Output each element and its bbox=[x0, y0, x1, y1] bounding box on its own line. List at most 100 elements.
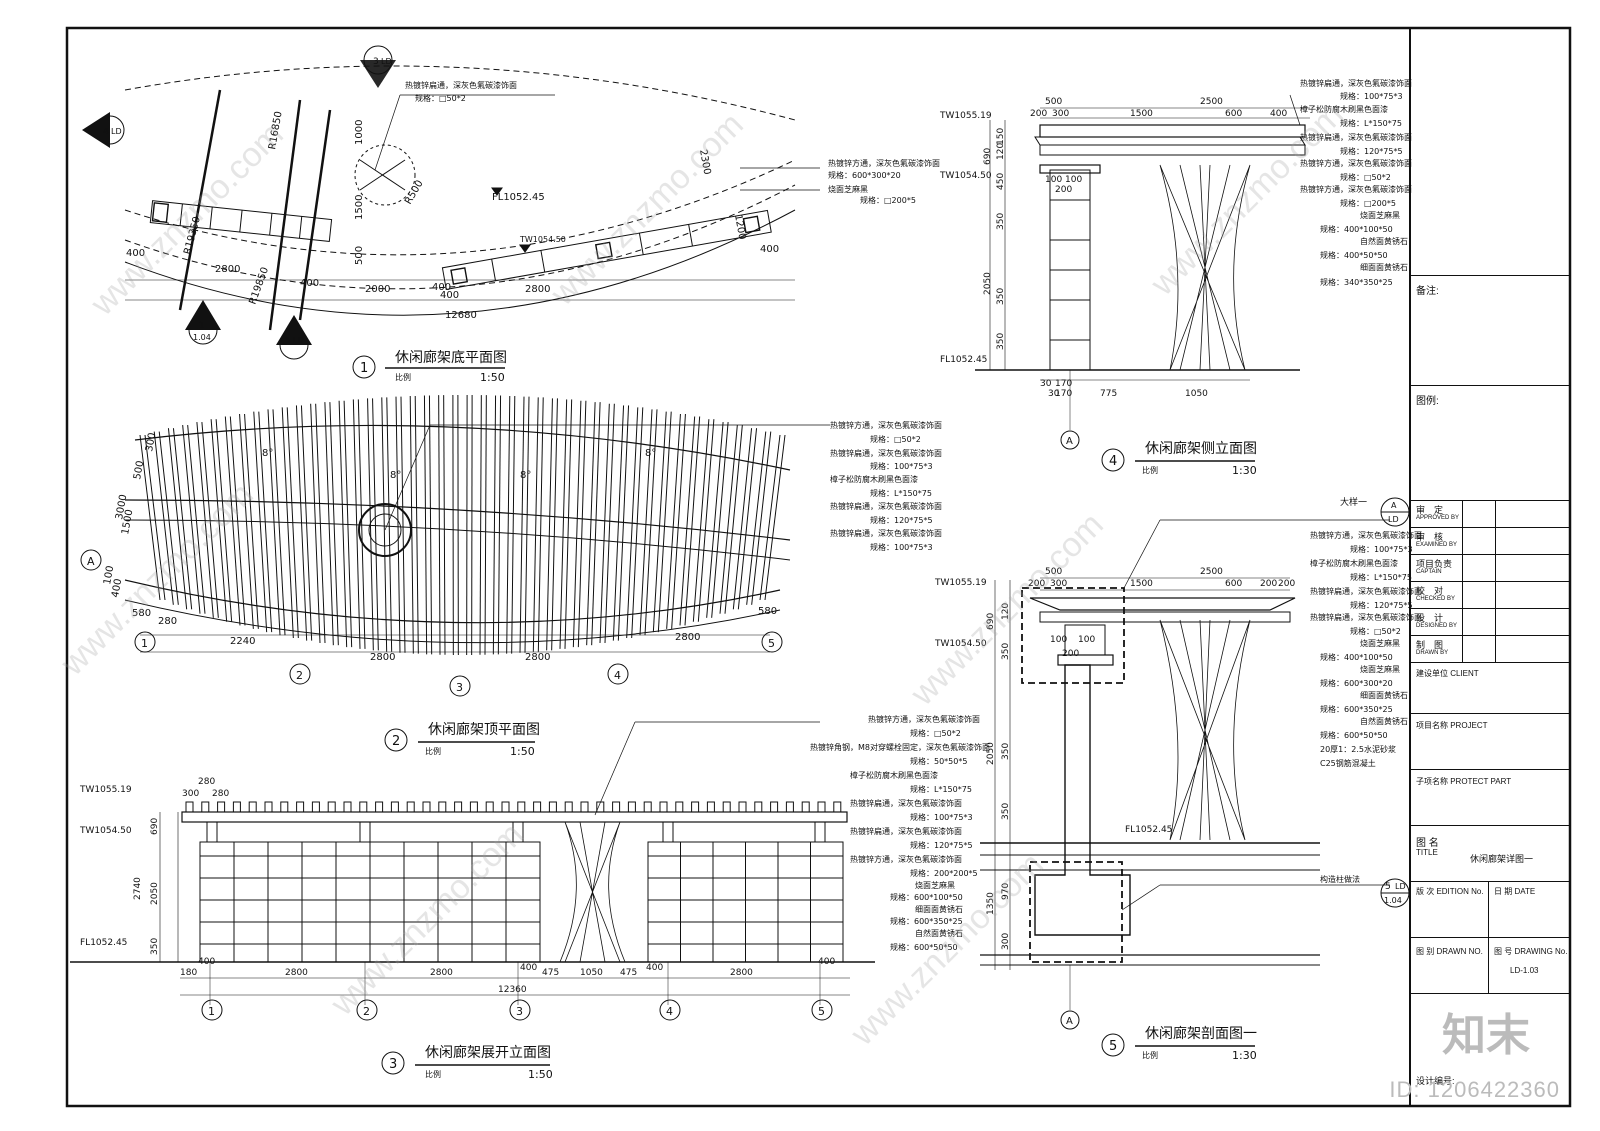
v3-dim: 350 bbox=[150, 938, 160, 955]
v2-dim: 100 bbox=[102, 565, 116, 586]
tb-remarks-label: 备注: bbox=[1416, 286, 1439, 297]
roof-slat bbox=[626, 407, 639, 639]
roof-slat bbox=[612, 405, 625, 641]
v1-dim: 1500 bbox=[354, 195, 365, 220]
view5-texts: TW1055.19 TW1054.50 FL1052.45 500 2500 2… bbox=[934, 496, 1406, 950]
svg-text:热镀锌扁通，深灰色氟碳漆饰面: 热镀锌扁通，深灰色氟碳漆饰面 bbox=[1310, 612, 1422, 622]
joist-section bbox=[548, 801, 557, 813]
roof-slat bbox=[372, 398, 379, 651]
v2-dim: 300 bbox=[144, 432, 158, 453]
roof-slat bbox=[497, 395, 502, 655]
svg-text:热镀锌角钢，M8对穿螺栓固定，深灰色氟碳漆饰面: 热镀锌角钢，M8对穿螺栓固定，深灰色氟碳漆饰面 bbox=[810, 742, 990, 752]
v2-dim: 2240 bbox=[230, 636, 255, 647]
v4-dim: 170 bbox=[1055, 379, 1072, 389]
roof-slat bbox=[409, 395, 414, 654]
v5-scale: 1:30 bbox=[1232, 1049, 1257, 1062]
v5-dim: 970 bbox=[1001, 883, 1011, 900]
roof-slat bbox=[639, 409, 653, 636]
view3-texts: TW1055.19 TW1054.50 FL1052.45 280 300 28… bbox=[79, 777, 835, 995]
grid-A: A bbox=[87, 555, 95, 568]
roof-slat bbox=[428, 395, 433, 655]
v5-footing-marker: LD bbox=[1395, 882, 1406, 891]
v1-marker: 3 bbox=[373, 57, 379, 67]
tb-sign-en: APPROVED BY bbox=[1416, 515, 1460, 521]
roof-slat bbox=[438, 395, 441, 655]
joist-section bbox=[264, 801, 273, 813]
v4-dim: 350 bbox=[996, 333, 1006, 350]
roof-slat bbox=[357, 399, 366, 649]
v4-title: 休闲廊架侧立面图 bbox=[1145, 440, 1257, 457]
roof-slat bbox=[511, 395, 516, 654]
view2-caption: 2 休闲廊架顶平面图 比例 1:50 bbox=[384, 721, 540, 758]
v4-dim: 170 bbox=[1055, 389, 1072, 399]
joist-section bbox=[754, 801, 763, 813]
v2-dim: 3000 bbox=[114, 494, 129, 521]
svg-text:规格：L*150*75: 规格：L*150*75 bbox=[1350, 572, 1412, 582]
joist-section bbox=[722, 801, 731, 813]
view1-texts: 400 2800 400 2000 400 2800 400 12680 R16… bbox=[103, 57, 940, 346]
joist-section bbox=[643, 801, 652, 813]
roof-slat bbox=[281, 407, 294, 639]
tb-drawing-no: 图 号 DRAWING No. bbox=[1494, 947, 1568, 956]
tb-project-label: 项目名称 PROJECT bbox=[1416, 721, 1488, 730]
roof-slat bbox=[315, 403, 326, 644]
v2-title: 休闲廊架顶平面图 bbox=[428, 721, 540, 738]
v1-marker: 1.04 bbox=[193, 333, 211, 342]
v2-dim: 1500 bbox=[120, 509, 135, 536]
v5-dim: 1350 bbox=[986, 892, 996, 915]
view3-elevation bbox=[70, 721, 875, 1005]
joist-section bbox=[201, 801, 210, 813]
joist-section bbox=[327, 801, 336, 813]
svg-text:热镀锌扁通，深灰色氟碳漆饰面: 热镀锌扁通，深灰色氟碳漆饰面 bbox=[830, 448, 942, 458]
joist-section bbox=[785, 801, 794, 813]
v2-angle: 8° bbox=[262, 448, 273, 459]
svg-text:细面面黄锈石: 细面面黄锈石 bbox=[915, 904, 963, 914]
svg-text:20厚1：2.5水泥砂浆: 20厚1：2.5水泥砂浆 bbox=[1320, 744, 1396, 754]
v2-dim: 2800 bbox=[525, 652, 550, 663]
v1-dim: 400 bbox=[440, 290, 459, 301]
v1-dim: 1000 bbox=[354, 120, 365, 145]
v1-note: 热镀锌扁通，深灰色氟碳漆饰面 bbox=[405, 80, 517, 90]
v5-dim: 100 bbox=[1050, 635, 1067, 645]
grid-A: A bbox=[1066, 436, 1073, 447]
v4-dim: 30 bbox=[1040, 379, 1052, 389]
v3-dim: 475 bbox=[542, 968, 559, 978]
svg-text:热镀锌方通，深灰色氟碳漆饰面: 热镀锌方通，深灰色氟碳漆饰面 bbox=[830, 420, 942, 430]
v4-scale-label: 比例 bbox=[1142, 465, 1158, 475]
v3-dim: 400 bbox=[198, 957, 215, 967]
svg-text:规格：□50*2: 规格：□50*2 bbox=[910, 728, 961, 738]
svg-text:热镀锌扁通，深灰色氟碳漆饰面: 热镀锌扁通，深灰色氟碳漆饰面 bbox=[1300, 132, 1412, 142]
grid-5: 5 bbox=[818, 1005, 825, 1018]
v5-dim: 2500 bbox=[1200, 567, 1223, 577]
svg-text:规格：□50*2: 规格：□50*2 bbox=[870, 434, 921, 444]
v5-dim: 350 bbox=[1001, 743, 1011, 760]
v2-number: 2 bbox=[392, 734, 400, 749]
v4-dim: 350 bbox=[996, 213, 1006, 230]
v4-elev: TW1054.50 bbox=[939, 171, 992, 181]
v3-elev: FL1052.45 bbox=[80, 938, 127, 948]
roof-slat bbox=[591, 402, 601, 646]
joist-section bbox=[580, 801, 589, 813]
v2-dim: 280 bbox=[158, 616, 177, 627]
roof-slat bbox=[167, 428, 188, 610]
roof-slat bbox=[652, 411, 667, 633]
tb-sign-cn: 制 图 bbox=[1416, 640, 1444, 650]
joist-section bbox=[564, 801, 573, 813]
svg-text:热镀锌方通，深灰色氟碳漆饰面: 热镀锌方通，深灰色氟碳漆饰面 bbox=[868, 714, 980, 724]
roof-slat bbox=[492, 395, 497, 655]
v2-dim: 2800 bbox=[370, 652, 395, 663]
view2-grid bbox=[80, 549, 783, 697]
tb-title-value: 休闲廊架详图一 bbox=[1470, 854, 1534, 864]
view4-notes: 热镀锌扁通，深灰色氟碳漆饰面 规格：100*75*3 樟子松防腐木刷黑色面漆 规… bbox=[1300, 78, 1412, 287]
roof-slat bbox=[519, 396, 525, 653]
roof-slat bbox=[229, 416, 246, 626]
v4-dim: 775 bbox=[1100, 389, 1117, 399]
v3-elev: TW1054.50 bbox=[79, 826, 132, 836]
roof-slat bbox=[599, 403, 610, 644]
roof-slat bbox=[272, 409, 286, 636]
grid-A: A bbox=[1066, 1016, 1073, 1027]
tb-project: 项目名称 PROJECT bbox=[1410, 714, 1570, 770]
roof-slat bbox=[671, 413, 686, 629]
v1-title: 休闲廊架底平面图 bbox=[395, 349, 507, 366]
